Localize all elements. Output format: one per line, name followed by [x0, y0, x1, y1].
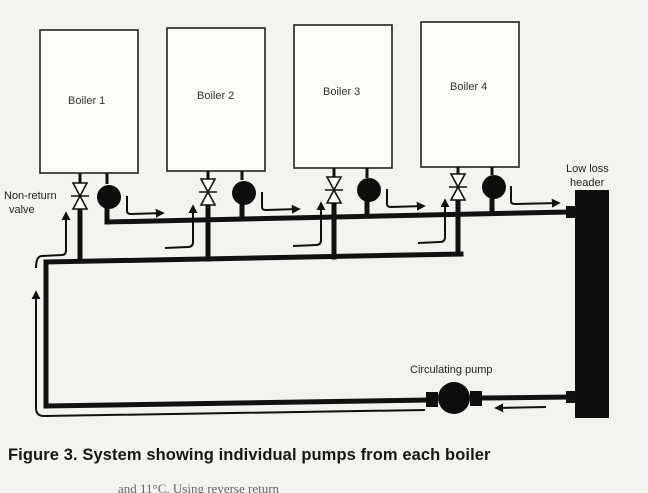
- circulating-pump: [426, 382, 482, 414]
- non-return-valve-label-line1: Non-return: [4, 190, 57, 202]
- flow-header-connector: [566, 206, 576, 218]
- non-return-valve-1: [71, 182, 89, 210]
- non-return-valve-3: [325, 176, 343, 204]
- boiler-3: Boiler 3: [293, 24, 393, 169]
- flow-arrows-out: [126, 186, 561, 218]
- left-return-arrow: [31, 290, 426, 418]
- boiler-1: Boiler 1: [39, 29, 139, 174]
- boiler-3-label: Boiler 3: [323, 86, 360, 98]
- figure-caption: Figure 3. System showing individual pump…: [8, 446, 491, 464]
- return-arrows-in: [35, 198, 450, 269]
- header-label-line1: Low loss: [566, 163, 609, 175]
- return-header-connector: [566, 391, 576, 403]
- circulating-pump-pipe: [481, 394, 573, 401]
- boiler-4-label: Boiler 4: [450, 81, 487, 93]
- non-return-valve-4: [449, 173, 467, 201]
- boiler-pump-2: [232, 181, 256, 205]
- boiler-pump-1: [97, 185, 121, 209]
- boiler-2-label: Boiler 2: [197, 90, 234, 102]
- boiler-connection-stubs: [78, 167, 494, 184]
- boiler-pump-4: [482, 175, 506, 199]
- return-header-pipe: [43, 196, 464, 409]
- boiler-pump-3: [357, 178, 381, 202]
- circulating-pump-label: Circulating pump: [410, 364, 493, 376]
- cutoff-body-text: and 11°C. Using reverse return: [118, 481, 280, 493]
- boiler-4: Boiler 4: [420, 21, 520, 168]
- header-label-line2: header: [570, 177, 605, 189]
- low-loss-header: [575, 190, 609, 418]
- pump-flow-arrow: [494, 403, 547, 413]
- boiler-2: Boiler 2: [166, 27, 266, 172]
- boiler-1-label: Boiler 1: [68, 95, 105, 107]
- non-return-valve-2: [199, 178, 217, 206]
- non-return-valve-label-line2: valve: [9, 204, 35, 216]
